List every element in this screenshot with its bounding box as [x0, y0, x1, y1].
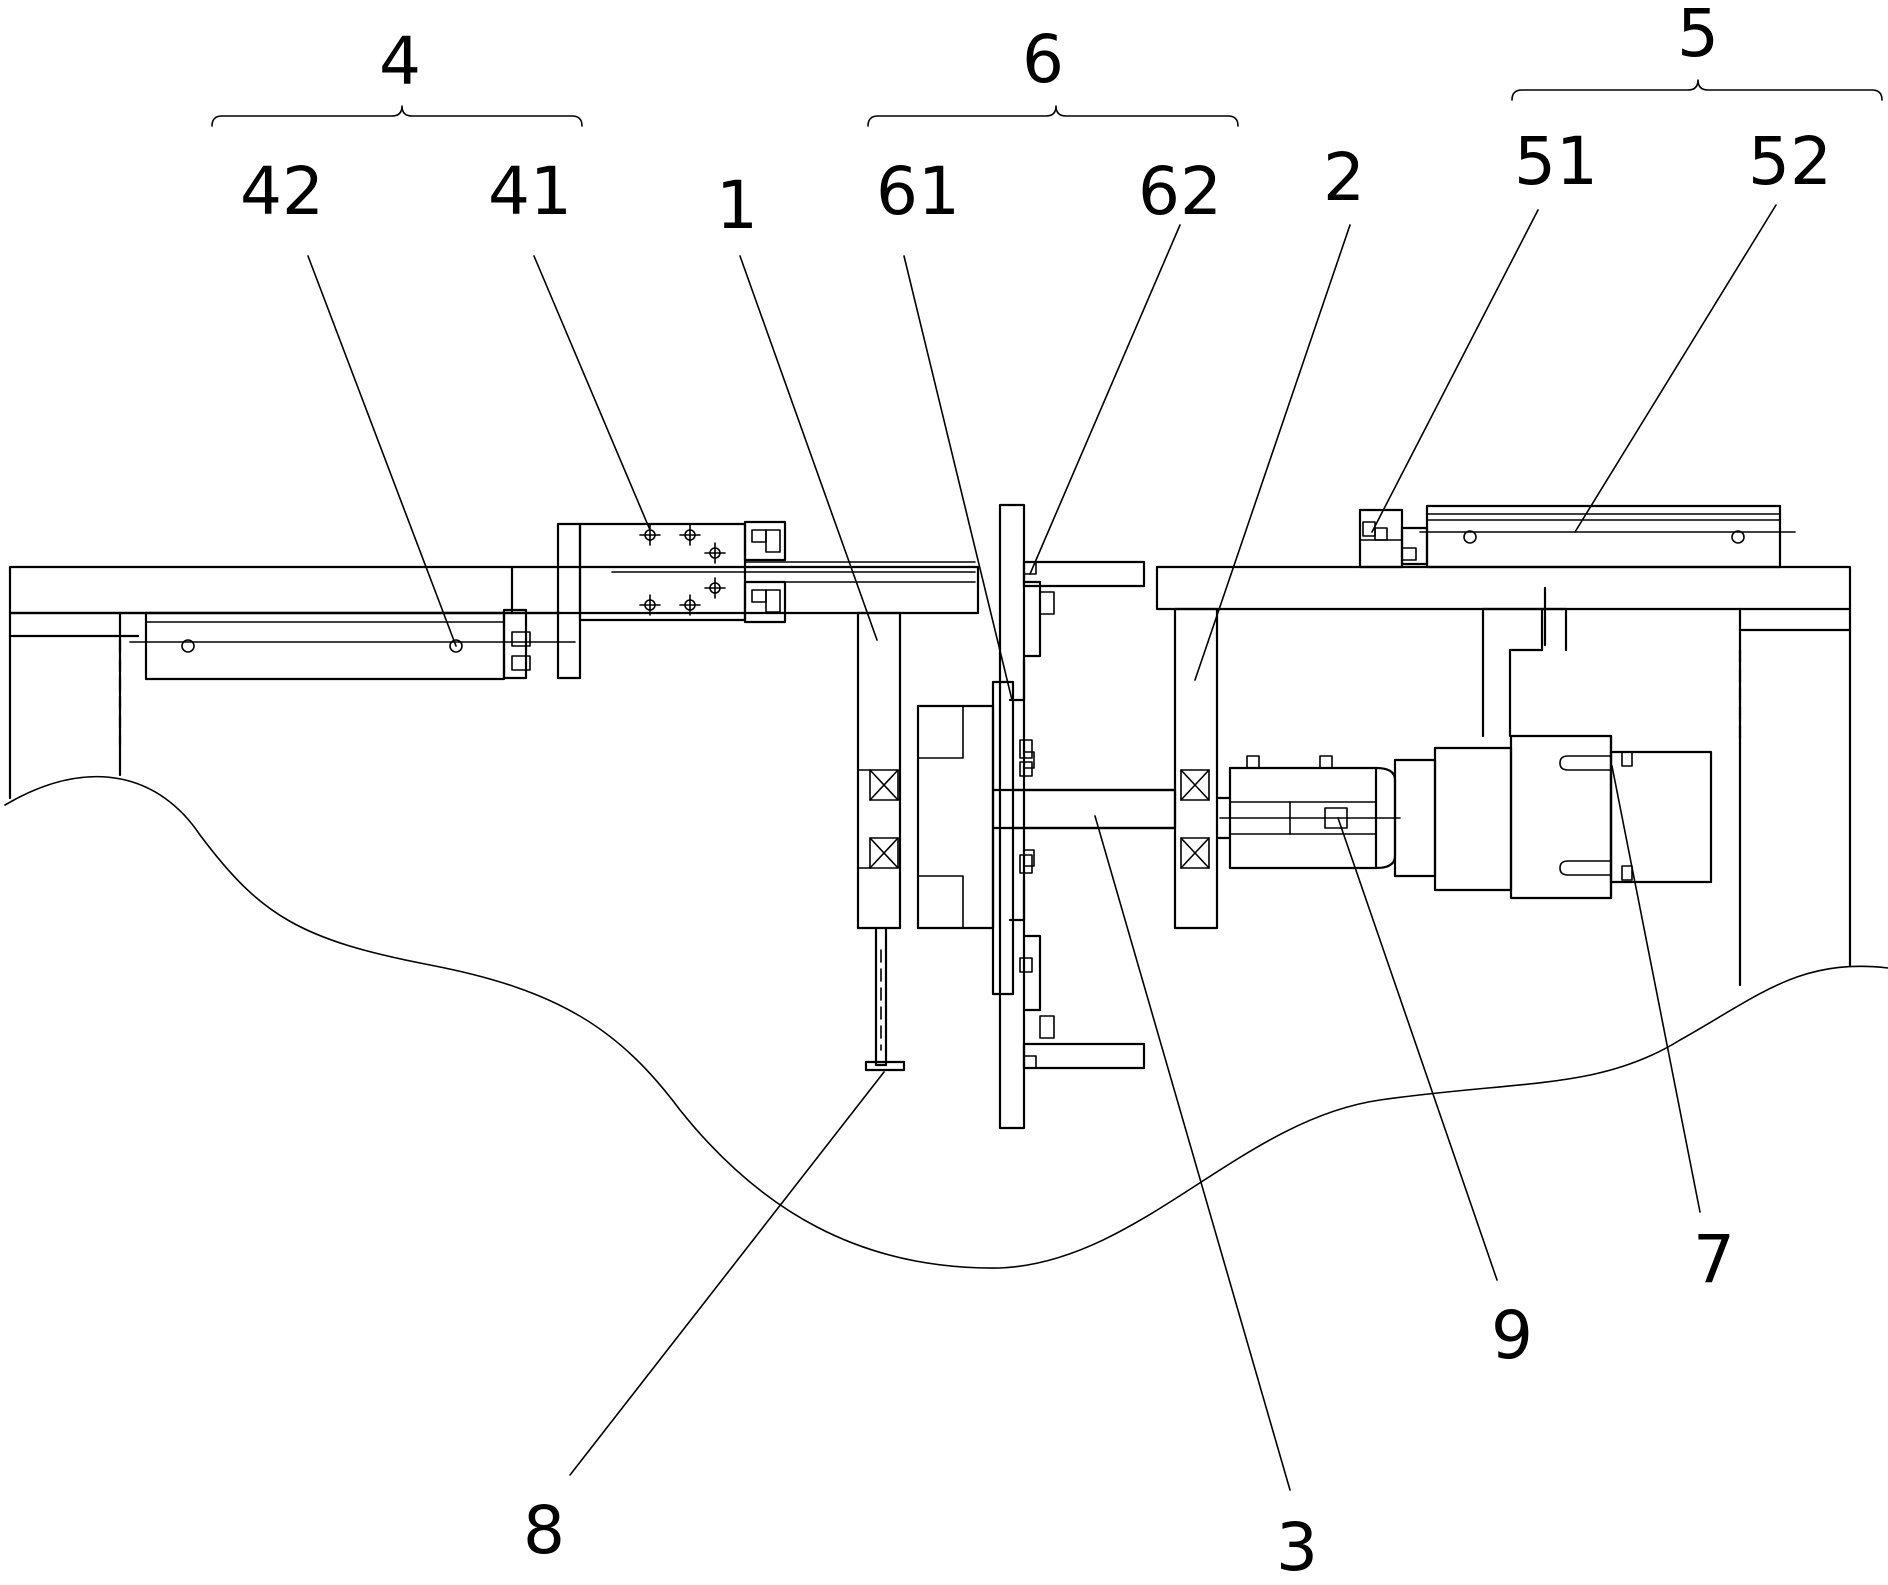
brace-6	[867, 105, 1239, 127]
callout-labels: 4 6 5 42 41 1 61 62 2 51 52 8 3 9 7	[240, 0, 1832, 1585]
left-base-frame	[8, 565, 980, 800]
leader-lines	[307, 204, 1777, 1491]
label-9: 9	[1491, 1297, 1533, 1374]
label-51: 51	[1514, 123, 1598, 200]
cylinder-assembly-41	[556, 520, 976, 680]
brace-4	[211, 105, 583, 127]
label-61: 61	[876, 153, 960, 230]
clamp-51	[1358, 508, 1429, 569]
shaft-3	[1011, 788, 1177, 830]
label-52: 52	[1748, 123, 1832, 200]
label-3: 3	[1276, 1509, 1318, 1585]
label-1: 1	[716, 167, 758, 244]
label-5: 5	[1677, 0, 1719, 72]
coupling-9	[1215, 755, 1401, 870]
rail-assembly-42	[129, 608, 576, 681]
label-6: 6	[1022, 21, 1064, 98]
label-7: 7	[1693, 1221, 1735, 1298]
label-8: 8	[523, 1492, 565, 1569]
cylinder-bolts	[639, 524, 726, 616]
brace-5	[1511, 79, 1883, 101]
right-base-frame	[1155, 565, 1852, 987]
label-2: 2	[1323, 139, 1365, 216]
support-plate-1	[856, 611, 906, 1072]
wheel-assembly-6	[916, 503, 1177, 1130]
label-4: 4	[379, 23, 421, 100]
break-line	[4, 775, 1888, 1269]
label-41: 41	[488, 153, 572, 230]
motor-7	[1374, 734, 1713, 900]
label-62: 62	[1138, 153, 1222, 230]
rail-assembly-52	[1419, 504, 1796, 569]
label-42: 42	[240, 153, 324, 230]
